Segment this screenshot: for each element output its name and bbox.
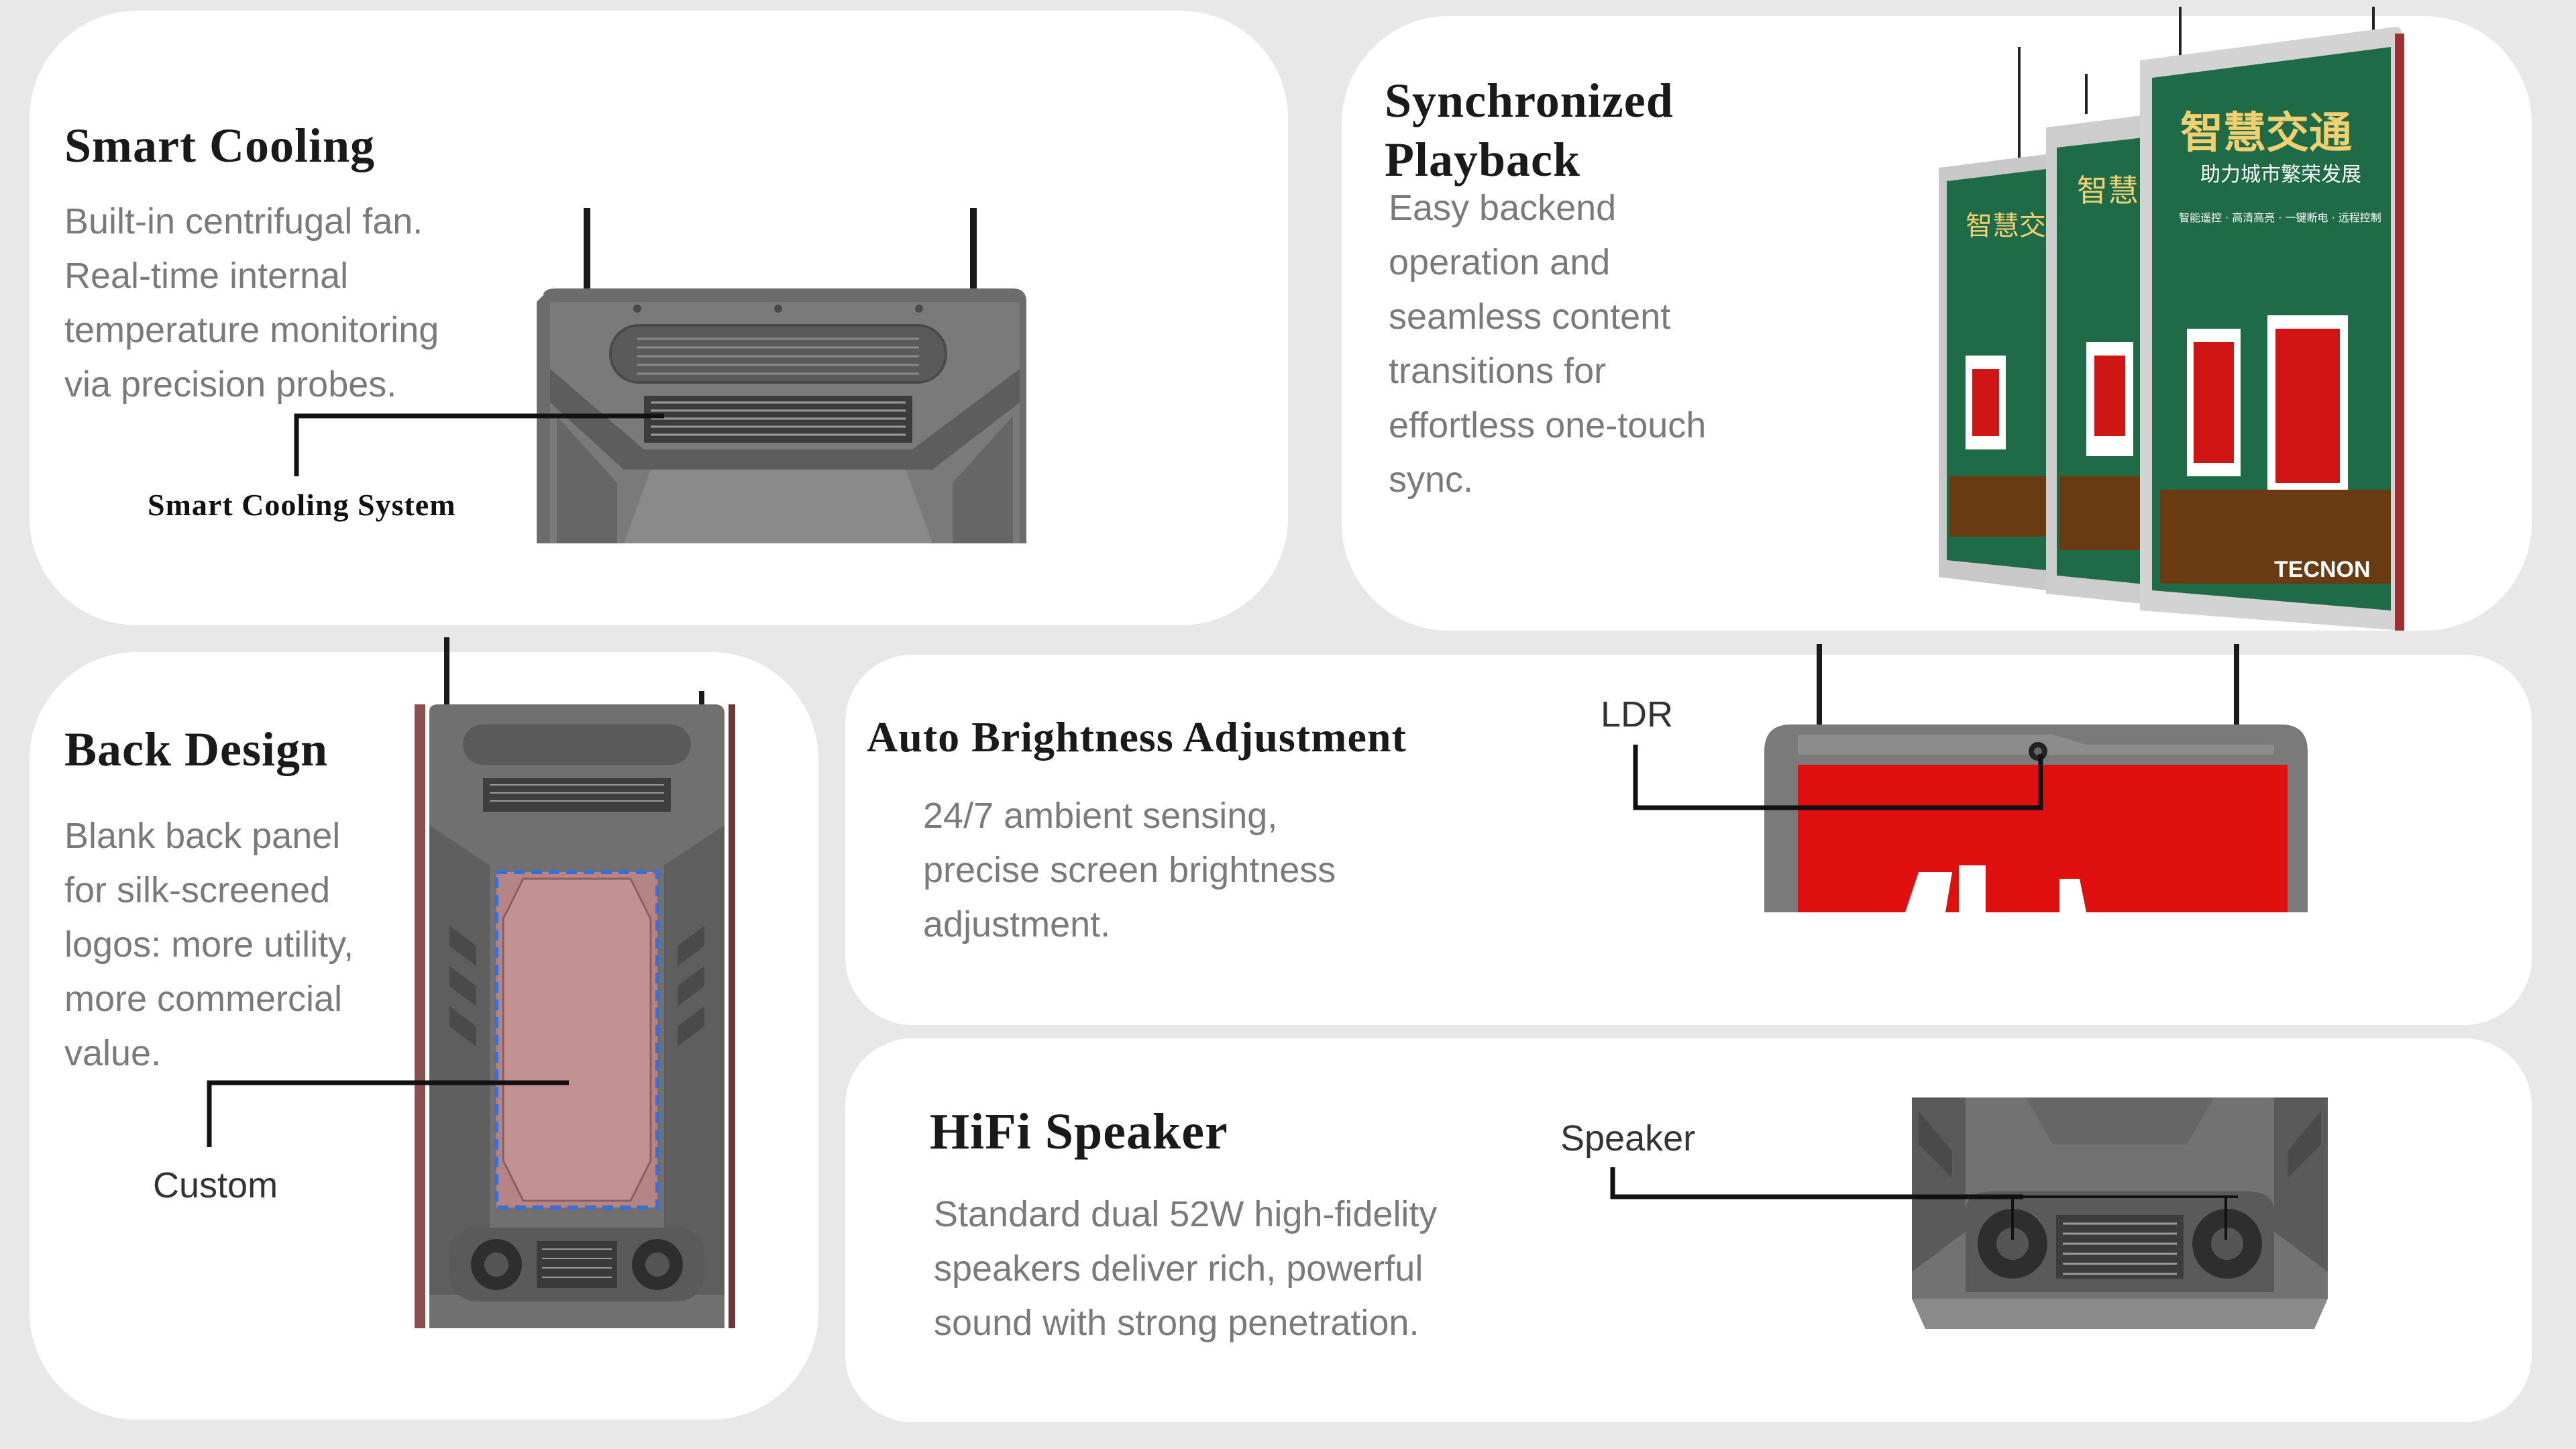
brightness-device-illustration: [1764, 644, 2308, 912]
ldr-callout-line: [1633, 745, 2043, 810]
hifi-speaker-description: Standard dual 52W high-fidelity speakers…: [934, 1194, 1438, 1343]
screen-main-text: 智慧交通: [2180, 109, 2352, 158]
custom-label: Custom: [153, 1165, 278, 1205]
screen-small-text: 智能遥控 · 高清高亮 · 一键断电 · 远程控制: [2179, 211, 2381, 224]
smart-cooling-title: Smart Cooling: [64, 119, 375, 172]
custom-callout-line: [207, 1080, 569, 1147]
screen-brand-text: TECNON: [2274, 557, 2371, 582]
svg-text:智慧交: 智慧交: [1966, 211, 2046, 241]
sync-screens-illustration: 智慧交 智慧 智慧交通 助力城市繁荣发展 智能遥控 · 高清高亮 · 一键断电 …: [1939, 7, 2404, 631]
smart-cooling-description: Built-in centrifugal fan. Real-time inte…: [64, 201, 439, 405]
ldr-label: LDR: [1601, 694, 1674, 735]
sync-playback-description: Easy backend operation and seamless cont…: [1389, 188, 1707, 500]
cooling-callout-line: [294, 413, 664, 476]
speaker-callout-line: [1610, 1167, 2238, 1240]
svg-text:智慧: 智慧: [2077, 172, 2139, 209]
sync-playback-title: Synchronized Playback: [1385, 74, 1674, 186]
back-design-description: Blank back panel for silk-screened logos…: [64, 816, 354, 1073]
hifi-speaker-title: HiFi Speaker: [930, 1104, 1228, 1160]
speaker-device-illustration: [1912, 1097, 2328, 1329]
speaker-label: Speaker: [1560, 1118, 1696, 1159]
screen-sub-text: 助力城市繁荣发展: [2200, 163, 2361, 186]
cooling-device-illustration: [537, 208, 1026, 543]
auto-brightness-title: Auto Brightness Adjustment: [867, 713, 1407, 761]
back-design-title: Back Design: [64, 722, 329, 776]
auto-brightness-description: 24/7 ambient sensing, precise screen bri…: [923, 796, 1336, 945]
smart-cooling-system-label: Smart Cooling System: [148, 488, 456, 522]
back-device-illustration: [415, 637, 735, 1328]
